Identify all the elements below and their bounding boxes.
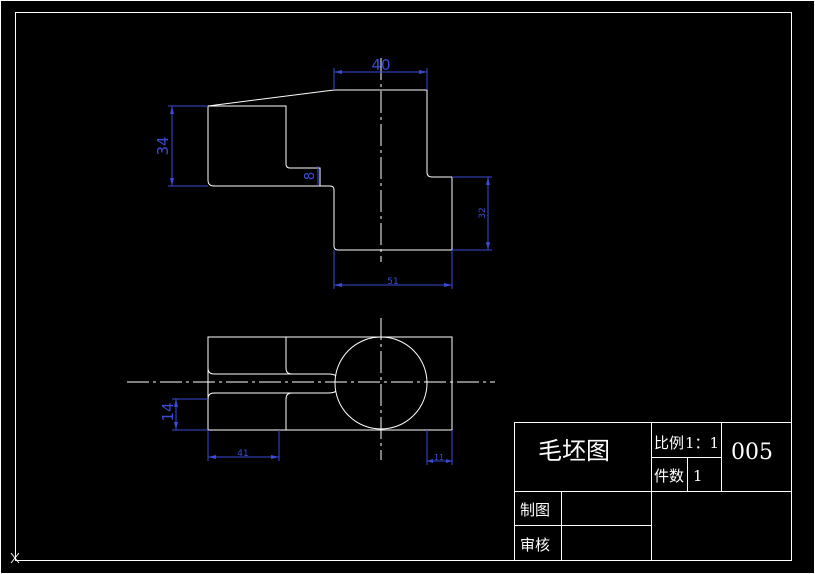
- dim-51-label: 51: [387, 277, 398, 287]
- top-view-outline: [207, 336, 453, 431]
- dim-41-label: 41: [237, 449, 248, 459]
- drawn-by-label: 制图: [520, 501, 550, 519]
- ucs-icon: [10, 552, 20, 564]
- dim-14-label: 14: [159, 402, 177, 421]
- top-view-slot-upper: [207, 367, 337, 377]
- front-view-left-lip: [207, 106, 320, 187]
- title-block: [514, 422, 792, 561]
- top-view-boss-circle: [334, 336, 428, 430]
- qty-value: 1: [693, 467, 703, 485]
- checked-by-label: 审核: [520, 536, 550, 554]
- dim-11-label: 11: [434, 453, 444, 462]
- front-view: [207, 58, 453, 262]
- front-view-dim-arrows: [170, 70, 490, 287]
- qty-label: 件数: [654, 467, 684, 485]
- dim-8-label: 8: [303, 172, 318, 180]
- top-view-dimensions: [172, 398, 453, 465]
- inner-frame: [15, 12, 792, 561]
- top-view-slot-lower: [207, 390, 337, 400]
- dim-34-label: 34: [154, 136, 172, 155]
- top-view-dim-arrows: [174, 399, 452, 463]
- scale-label: 比例: [654, 434, 684, 452]
- dim-40-label: 40: [371, 56, 390, 74]
- drawing-title: 毛坯图: [538, 437, 610, 465]
- drawing-number: 005: [731, 440, 773, 465]
- scale-value: 1：1: [685, 434, 719, 452]
- top-view-step-line: [285, 337, 293, 430]
- top-view: [127, 318, 495, 460]
- front-view-dimensions: [168, 68, 492, 289]
- dim-32-label: 32: [478, 207, 488, 218]
- front-view-outline: [207, 89, 453, 251]
